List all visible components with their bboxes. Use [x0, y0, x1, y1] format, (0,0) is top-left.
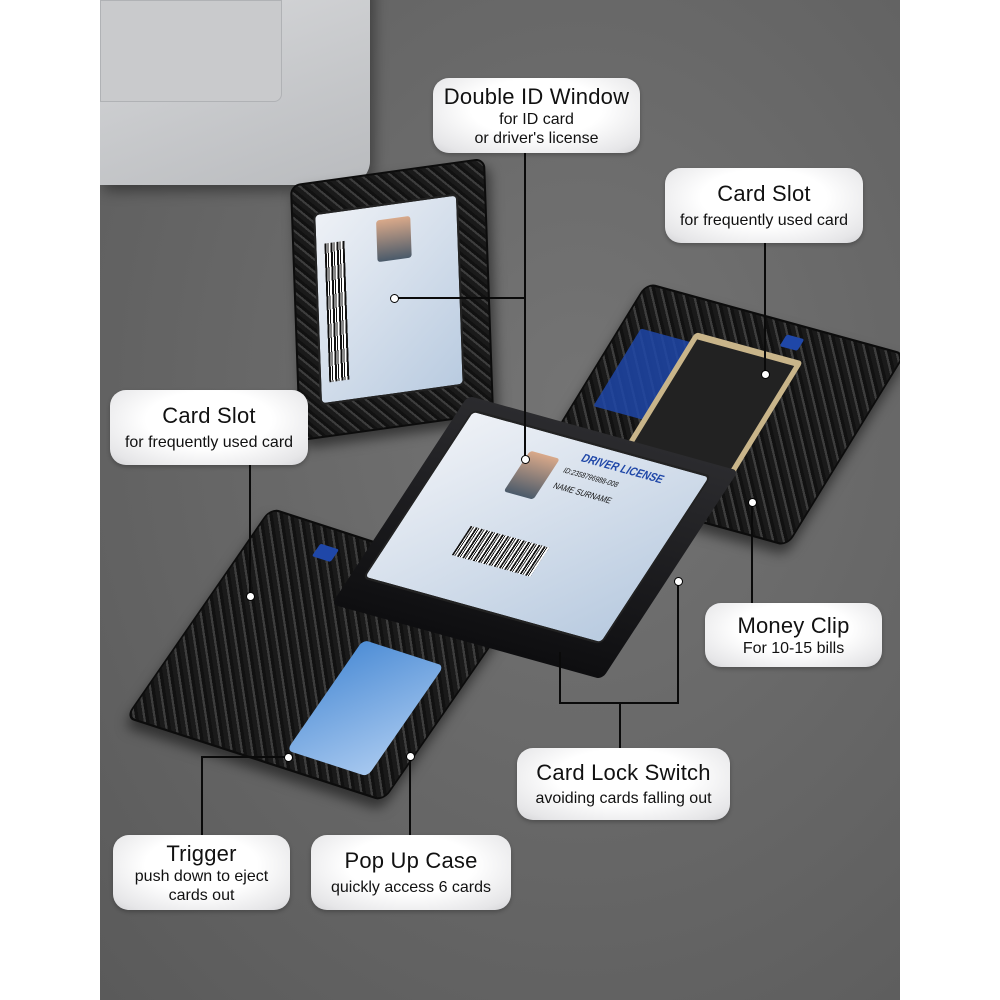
- id-photo: [503, 450, 560, 500]
- callout-money-clip: Money Clip For 10-15 bills: [705, 603, 882, 667]
- pointer-dot: [674, 577, 683, 586]
- connector-line: [751, 500, 753, 603]
- callout-title: Card Slot: [162, 403, 256, 428]
- card-slot-tab: [779, 334, 805, 351]
- callout-text: for frequently used card: [124, 434, 294, 451]
- pointer-dot: [521, 455, 530, 464]
- callout-text: for ID card: [499, 110, 574, 128]
- callout-text: push down to eject: [134, 867, 269, 885]
- pointer-dot: [390, 294, 399, 303]
- connector-line: [559, 702, 678, 704]
- callout-pop-up-case: Pop Up Case quickly access 6 cards: [311, 835, 511, 910]
- callout-trigger: Trigger push down to eject cards out: [113, 835, 290, 910]
- laptop-trackpad: [100, 0, 282, 102]
- callout-text: avoiding cards falling out: [535, 790, 712, 807]
- callout-title: Card Slot: [717, 181, 811, 206]
- connector-line: [619, 702, 621, 748]
- connector-line: [677, 580, 679, 704]
- callout-text: or driver's license: [474, 129, 599, 147]
- callout-card-lock-switch: Card Lock Switch avoiding cards falling …: [517, 748, 730, 820]
- callout-text: cards out: [168, 886, 235, 904]
- callout-text: For 10-15 bills: [742, 639, 845, 657]
- callout-card-slot-left: Card Slot for frequently used card: [110, 390, 308, 465]
- connector-line: [764, 243, 766, 373]
- connector-line: [524, 153, 526, 458]
- barcode: [324, 240, 350, 383]
- callout-title: Double ID Window: [443, 83, 630, 109]
- connector-line: [393, 297, 525, 299]
- pointer-dot: [406, 752, 415, 761]
- callout-title: Pop Up Case: [344, 848, 478, 873]
- callout-title: Money Clip: [737, 612, 850, 638]
- callout-title: Card Lock Switch: [536, 760, 711, 785]
- connector-line: [559, 652, 561, 704]
- callout-text: for frequently used card: [679, 212, 849, 229]
- pointer-dot: [748, 498, 757, 507]
- callout-text: quickly access 6 cards: [330, 879, 492, 896]
- callout-title: Trigger: [166, 840, 237, 866]
- id-card-top: [313, 193, 465, 406]
- connector-line: [409, 755, 411, 835]
- visa-card: [286, 639, 444, 777]
- callout-card-slot-right: Card Slot for frequently used card: [665, 168, 863, 243]
- pointer-dot: [284, 753, 293, 762]
- barcode: [451, 525, 550, 577]
- connector-line: [201, 756, 203, 836]
- pointer-dot: [761, 370, 770, 379]
- pointer-dot: [246, 592, 255, 601]
- callout-double-id-window: Double ID Window for ID card or driver's…: [433, 78, 640, 153]
- connector-line: [201, 756, 287, 758]
- product-photo: DRIVER LICENSE ID:2358796988-008 NAME SU…: [100, 0, 900, 1000]
- laptop-image: [100, 0, 370, 185]
- id-photo: [376, 215, 412, 263]
- connector-line: [249, 465, 251, 595]
- card-slot-tab: [311, 543, 340, 563]
